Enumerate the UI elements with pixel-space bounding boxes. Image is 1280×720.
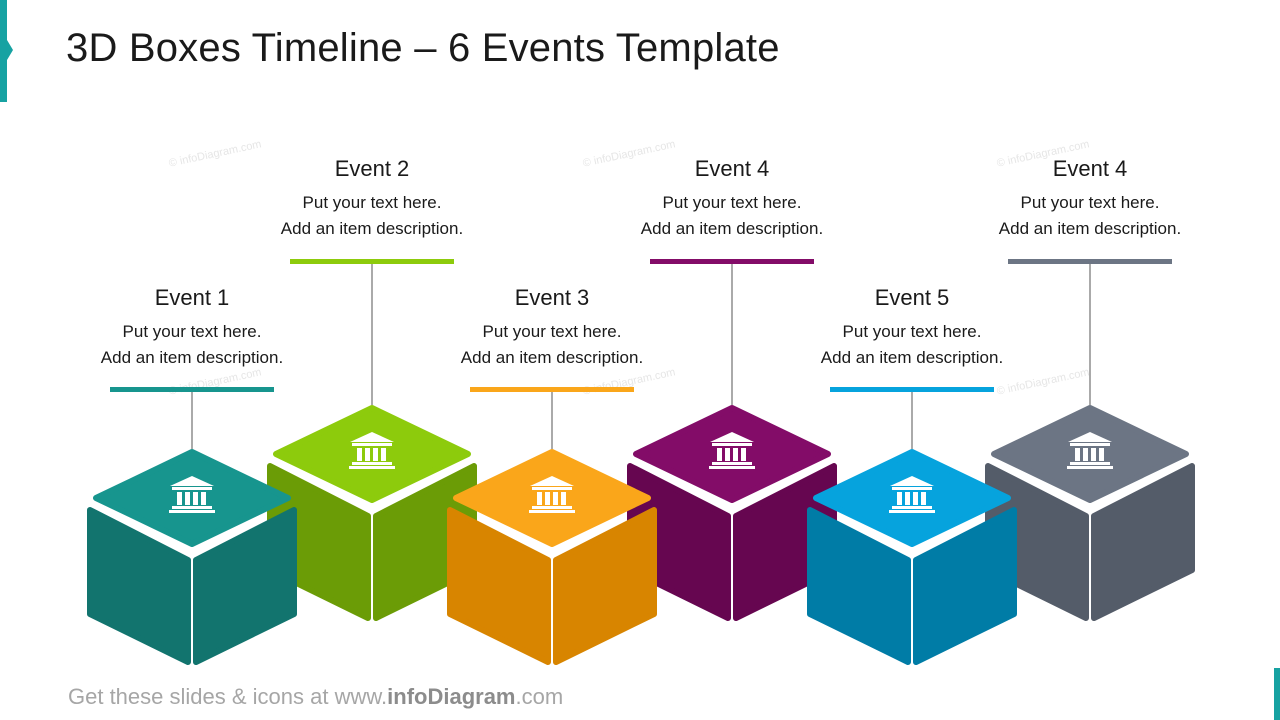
event-box bbox=[87, 449, 297, 665]
event-accent-bar bbox=[830, 387, 994, 392]
slide-title: 3D Boxes Timeline – 6 Events Template bbox=[66, 26, 780, 70]
event-accent-bar bbox=[1008, 259, 1172, 264]
box-top-face bbox=[453, 449, 651, 547]
box-top-face bbox=[273, 405, 471, 503]
event-accent-bar bbox=[650, 259, 814, 264]
event-description-line-2: Add an item description. bbox=[100, 348, 284, 367]
bank-building-icon bbox=[1067, 432, 1113, 469]
event-description-line-1: Put your text here. bbox=[302, 193, 442, 212]
event-title: Event 1 bbox=[154, 285, 230, 310]
event-description-line-1: Put your text here. bbox=[482, 322, 622, 341]
event-description-line-1: Put your text here. bbox=[122, 322, 262, 341]
box-left-face bbox=[807, 507, 911, 665]
left-accent-notch bbox=[7, 40, 13, 60]
box-left-face bbox=[87, 507, 191, 665]
box-top-face bbox=[93, 449, 291, 547]
footer-brand: infoDiagram bbox=[387, 684, 516, 709]
bank-building-icon bbox=[889, 476, 935, 513]
event-description-line-1: Put your text here. bbox=[842, 322, 982, 341]
event-label-5: Event 5 Put your text here. Add an item de… bbox=[782, 285, 1042, 371]
bank-building-icon bbox=[169, 476, 215, 513]
event-accent-bar bbox=[110, 387, 274, 392]
event-title: Event 2 bbox=[334, 156, 410, 181]
event-box bbox=[267, 405, 477, 621]
event-label-6: Event 4 Put your text here. Add an item de… bbox=[960, 156, 1220, 242]
event-accent-bar bbox=[470, 387, 634, 392]
event-accent-bar bbox=[290, 259, 454, 264]
event-description-line-2: Add an item description. bbox=[998, 219, 1182, 238]
bank-building-icon bbox=[529, 476, 575, 513]
box-right-face bbox=[553, 507, 657, 665]
box-top-face bbox=[991, 405, 1189, 503]
event-label-4: Event 4 Put your text here. Add an item de… bbox=[602, 156, 862, 242]
event-title: Event 4 bbox=[1052, 156, 1128, 181]
event-title: Event 3 bbox=[514, 285, 590, 310]
box-left-face bbox=[447, 507, 551, 665]
footer-prefix: Get these slides & icons at www. bbox=[68, 684, 388, 709]
bank-building-icon bbox=[709, 432, 755, 469]
event-box bbox=[985, 405, 1195, 621]
event-description-line-2: Add an item description. bbox=[820, 348, 1004, 367]
left-accent-bar bbox=[0, 0, 7, 102]
event-label-1: Event 1 Put your text here. Add an item de… bbox=[62, 285, 322, 371]
event-label-2: Event 2 Put your text here. Add an item de… bbox=[242, 156, 502, 242]
event-label-3: Event 3 Put your text here. Add an item de… bbox=[422, 285, 682, 371]
right-accent-bar bbox=[1274, 668, 1280, 720]
box-right-face bbox=[193, 507, 297, 665]
event-description-line-1: Put your text here. bbox=[1020, 193, 1160, 212]
event-box bbox=[627, 405, 837, 621]
event-description-line-1: Put your text here. bbox=[662, 193, 802, 212]
footer-suffix: .com bbox=[515, 684, 564, 709]
event-description-line-2: Add an item description. bbox=[460, 348, 644, 367]
box-top-face bbox=[633, 405, 831, 503]
event-description-line-2: Add an item description. bbox=[640, 219, 824, 238]
box-top-face bbox=[813, 449, 1011, 547]
event-title: Event 5 bbox=[874, 285, 950, 310]
event-title: Event 4 bbox=[694, 156, 770, 181]
box-right-face bbox=[913, 507, 1017, 665]
footer-text: Get these slides & icons at www.infoDiag… bbox=[68, 684, 563, 710]
event-description-line-2: Add an item description. bbox=[280, 219, 464, 238]
event-box bbox=[807, 449, 1017, 665]
event-box bbox=[447, 449, 657, 665]
bank-building-icon bbox=[349, 432, 395, 469]
box-right-face bbox=[1091, 463, 1195, 621]
